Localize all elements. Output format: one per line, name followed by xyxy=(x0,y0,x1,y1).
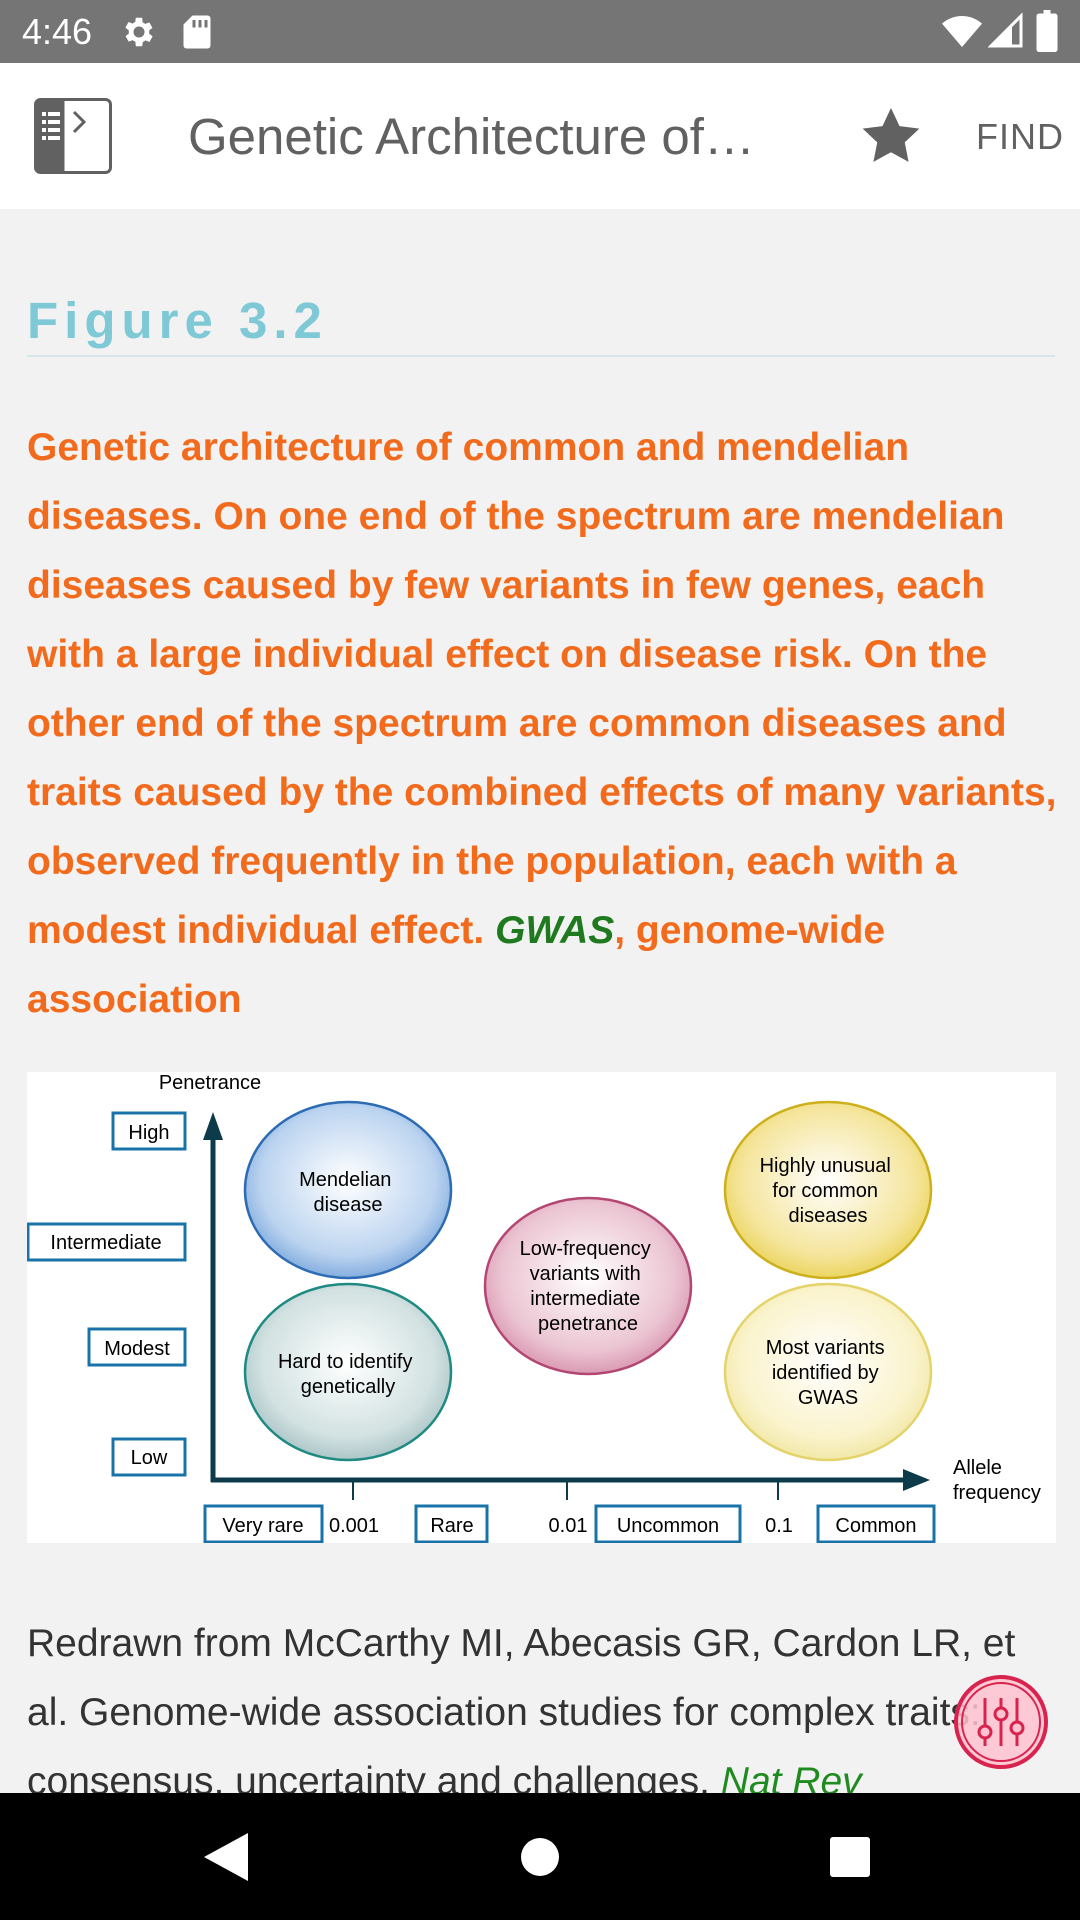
navigation-bar xyxy=(0,1793,1080,1920)
x-category-very-rare: Very rare xyxy=(203,1504,324,1543)
home-icon[interactable] xyxy=(520,1837,560,1877)
signal-icon xyxy=(988,12,1023,48)
status-time: 4:46 xyxy=(22,11,93,52)
bubble-hard-to-identify: Hard to identify genetically xyxy=(243,1282,453,1462)
svg-text:Low-frequency vari: Low-frequency variants with intermediate… xyxy=(520,1238,657,1335)
figure-caption: Genetic architecture of common and mende… xyxy=(27,413,1067,1034)
figure-image[interactable]: Penetrance Allele frequency High Interme… xyxy=(27,1072,1056,1543)
bubble-highly-unusual: Highly unusual for common diseases xyxy=(723,1100,933,1280)
svg-text:Hard to identify g: Hard to identify genetically xyxy=(278,1351,418,1398)
y-level-intermediate: Intermediate xyxy=(27,1222,187,1262)
sd-card-icon xyxy=(183,15,211,49)
x-category-uncommon: Uncommon xyxy=(594,1504,742,1543)
x-tick-label: 0.001 xyxy=(329,1515,379,1537)
svg-text:Very rare: Very rare xyxy=(222,1515,303,1537)
figure-citation: Redrawn from McCarthy MI, Abecasis GR, C… xyxy=(27,1609,1067,1793)
y-level-high: High xyxy=(111,1111,187,1151)
settings-icon xyxy=(125,17,153,47)
y-axis-title: Penetrance xyxy=(159,1072,261,1094)
gwas-link[interactable]: GWAS xyxy=(495,909,615,952)
svg-text:Intermediate: Intermediate xyxy=(50,1232,161,1254)
back-icon[interactable] xyxy=(204,1833,248,1881)
recents-icon[interactable] xyxy=(830,1837,870,1877)
page-title: Genetic Architecture of… xyxy=(188,108,755,165)
battery-icon xyxy=(1036,10,1058,52)
svg-text:Mendelian disease: Mendelian disease xyxy=(299,1169,397,1216)
x-category-common: Common xyxy=(816,1504,936,1543)
wifi-icon xyxy=(942,16,982,47)
caption-text: Genetic architecture of common and mende… xyxy=(27,426,1057,952)
x-axis-title-line-1: Allele xyxy=(953,1457,1002,1479)
content-area[interactable]: Figure 3.2 Genetic architecture of commo… xyxy=(0,209,1080,1793)
svg-text:Low: Low xyxy=(131,1447,168,1469)
x-category-rare: Rare xyxy=(414,1504,489,1543)
journal-link[interactable]: Nat Rev xyxy=(720,1760,862,1793)
svg-text:Uncommon: Uncommon xyxy=(617,1515,719,1537)
find-button[interactable]: FIND xyxy=(976,116,1064,157)
y-level-low: Low xyxy=(111,1437,187,1477)
x-axis-arrow xyxy=(903,1469,930,1491)
svg-text:Modest: Modest xyxy=(104,1338,170,1360)
app-bar: Genetic Architecture of… FIND xyxy=(0,63,1080,209)
settings-sliders-icon[interactable] xyxy=(953,1674,1049,1770)
svg-text:Rare: Rare xyxy=(430,1515,473,1537)
bubble-mendelian-disease: Mendelian disease xyxy=(243,1100,453,1280)
bubble-most-variants-gwas: Most variants identified by GWAS xyxy=(723,1282,933,1462)
svg-text:Highly unusual for: Highly unusual for common diseases xyxy=(760,1155,897,1227)
x-axis-title-line-2: frequency xyxy=(953,1482,1041,1504)
penetrance-diagram: Penetrance Allele frequency High Interme… xyxy=(27,1072,1041,1543)
svg-text:Most variants iden: Most variants identified by GWAS xyxy=(766,1337,891,1409)
caption-text-end: , genome-wide association xyxy=(27,909,886,1021)
svg-text:Common: Common xyxy=(835,1515,916,1537)
svg-text:High: High xyxy=(128,1122,169,1144)
figure-label: Figure 3.2 xyxy=(27,292,328,349)
x-tick-label: 0.01 xyxy=(549,1515,588,1537)
y-level-modest: Modest xyxy=(87,1327,187,1367)
citation-text: Redrawn from McCarthy MI, Abecasis GR, C… xyxy=(27,1622,1016,1793)
table-of-contents-icon[interactable] xyxy=(34,98,112,174)
status-bar: 4:46 xyxy=(0,0,1080,63)
y-axis-arrow xyxy=(203,1112,223,1140)
star-icon[interactable] xyxy=(858,103,924,169)
figure-divider xyxy=(27,355,1055,357)
bubble-low-frequency-variants: Low-frequency variants with intermediate… xyxy=(483,1196,693,1376)
x-tick-label: 0.1 xyxy=(765,1515,793,1537)
